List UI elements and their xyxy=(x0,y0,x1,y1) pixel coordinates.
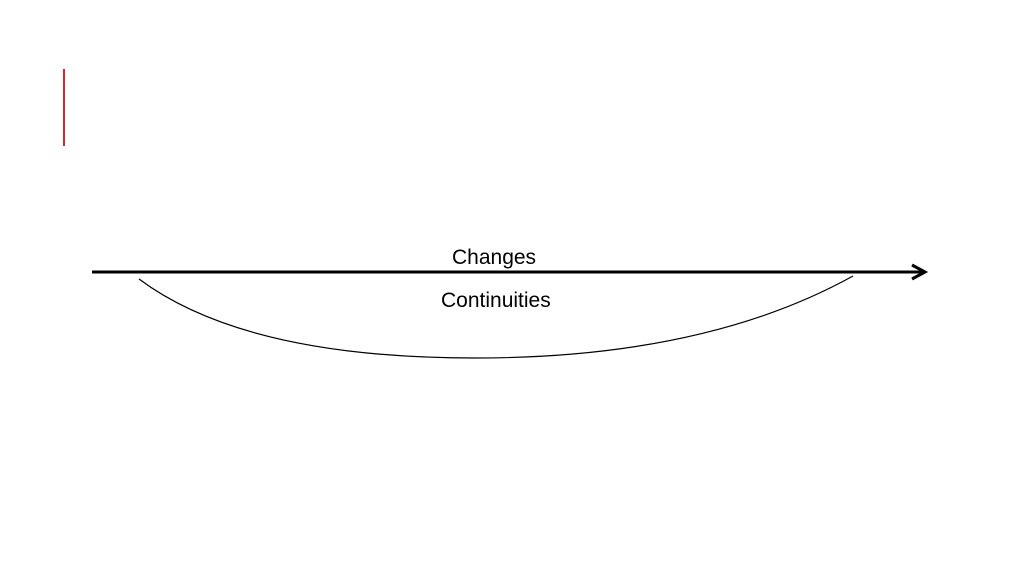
continuities-label: Continuities xyxy=(441,289,551,312)
accent-bar xyxy=(63,69,65,146)
changes-label: Changes xyxy=(452,246,537,269)
continuities-arc xyxy=(138,275,854,359)
arrowhead-icon xyxy=(911,263,929,281)
